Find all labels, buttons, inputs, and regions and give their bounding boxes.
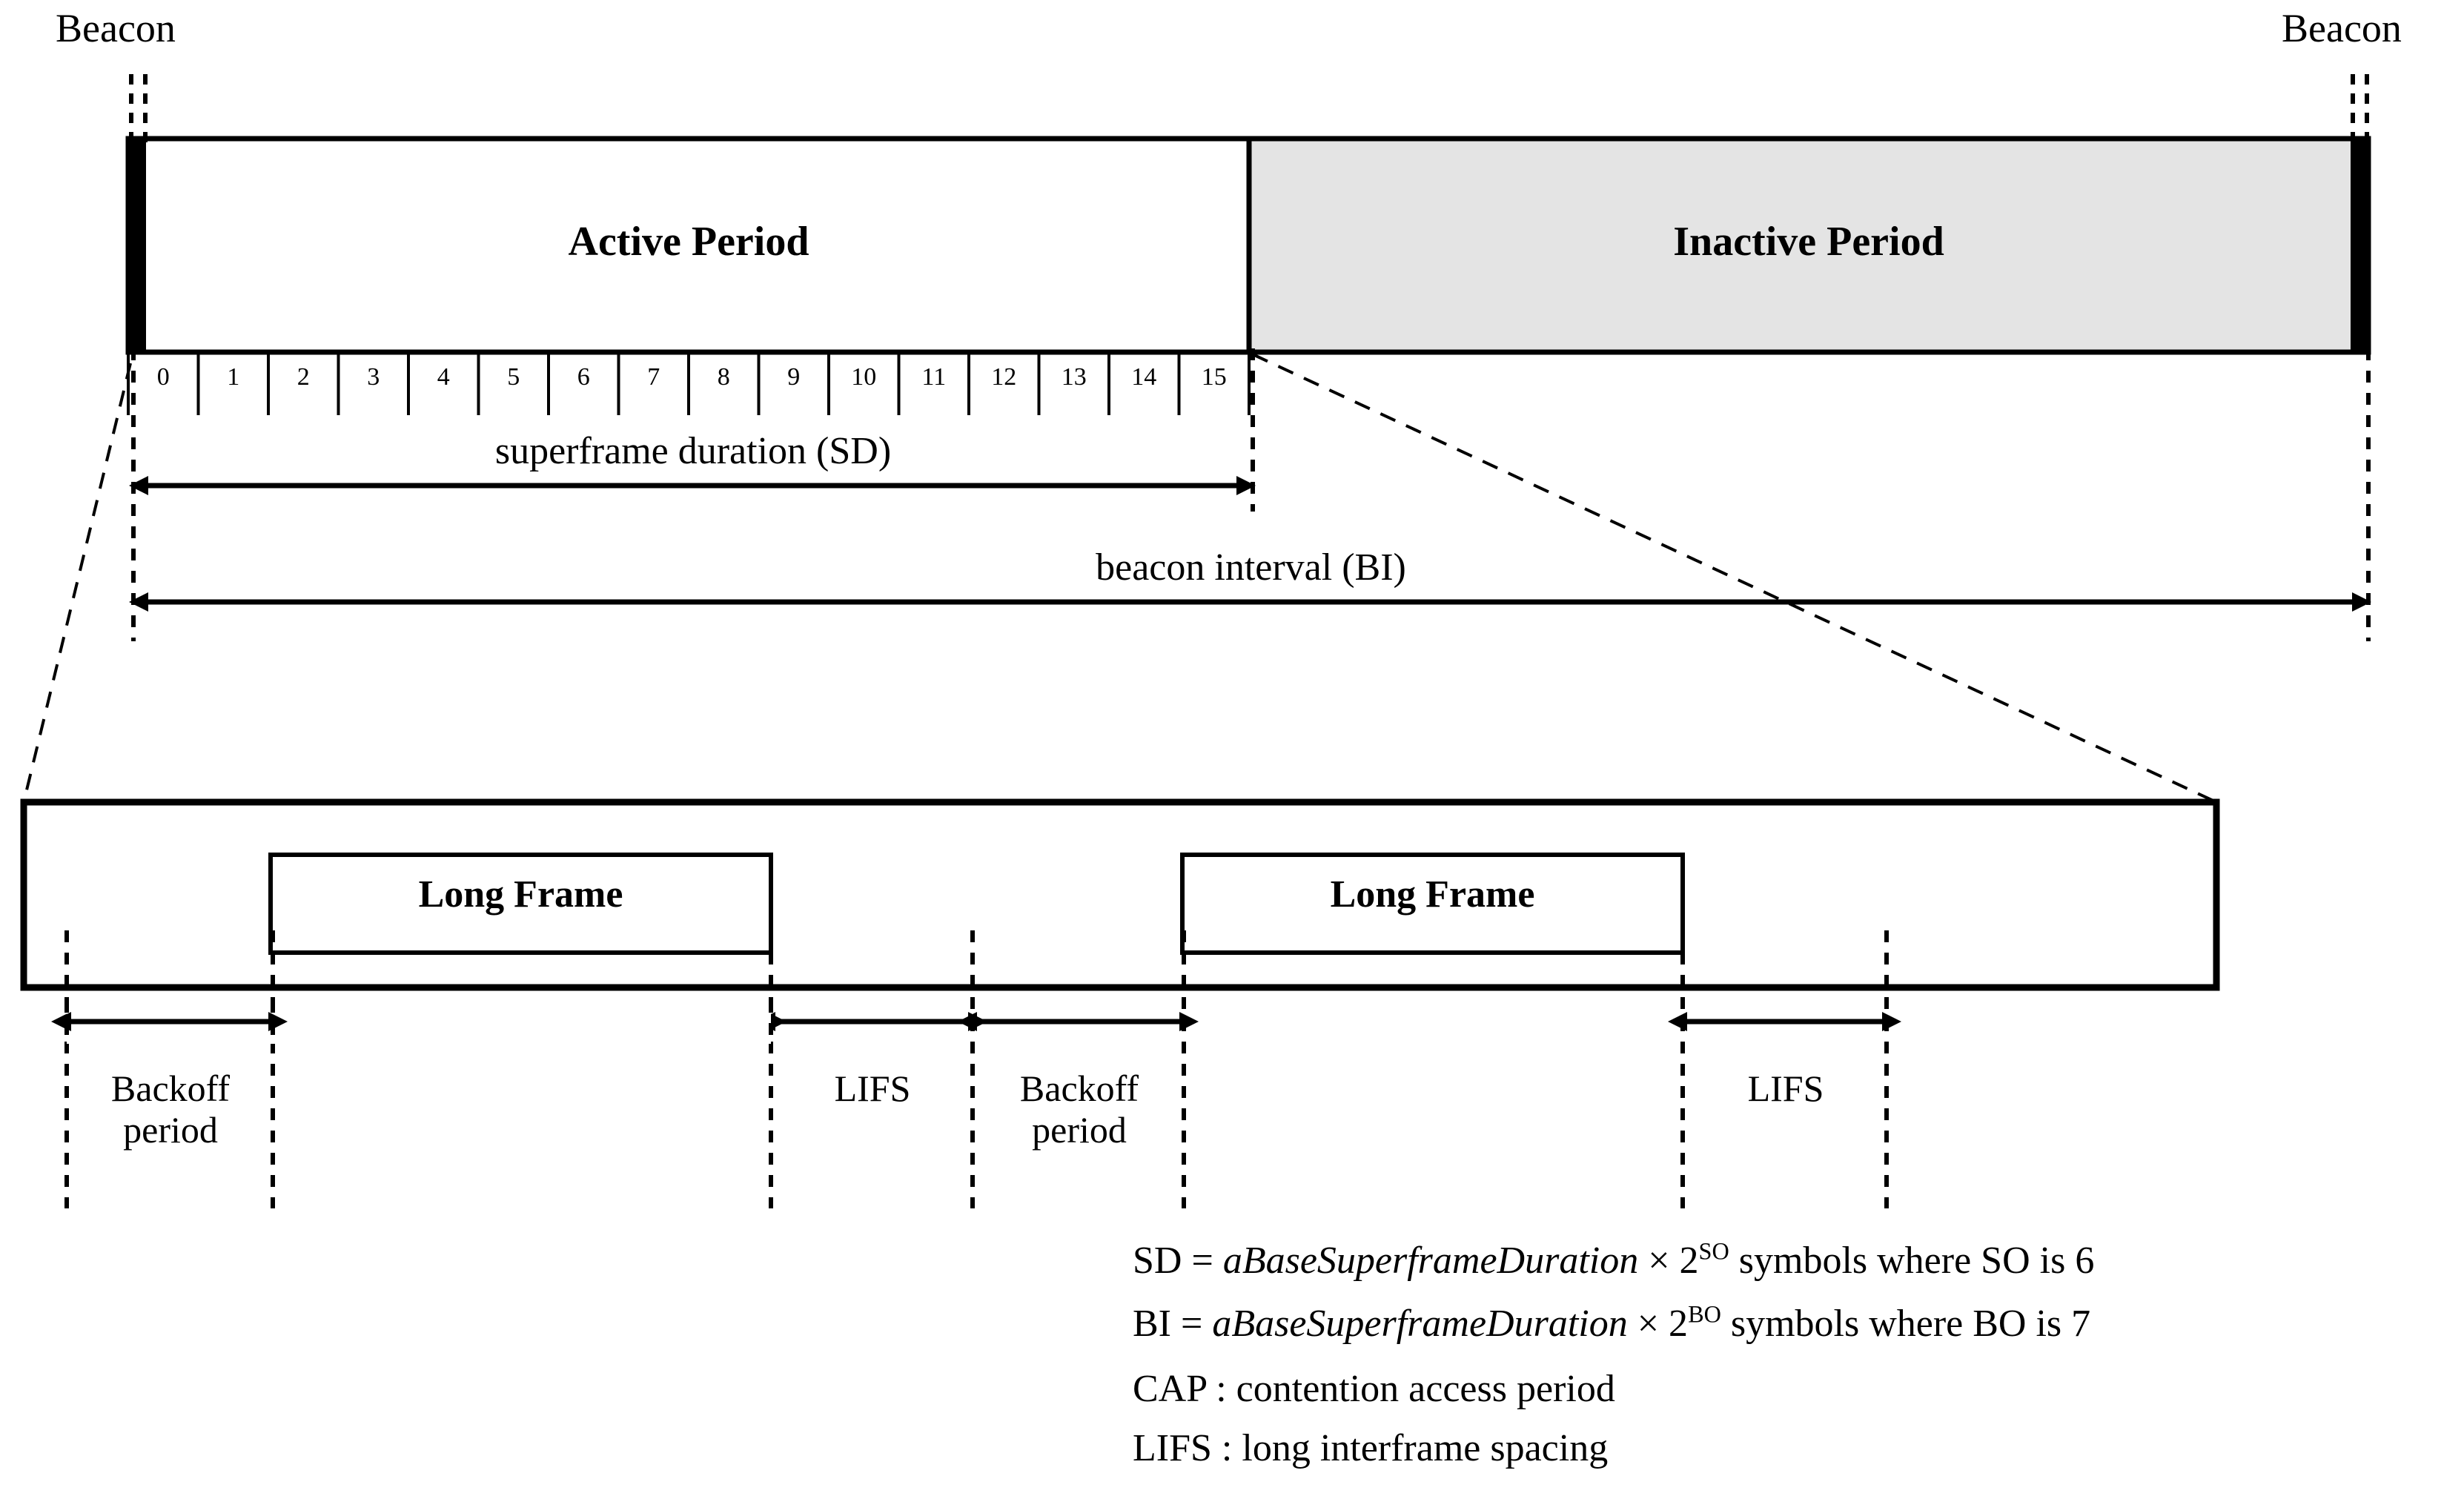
legend-sd-line: SD = aBaseSuperframeDuration × 2SO symbo… — [1133, 1240, 2094, 1283]
legend-bi-mul: × 2 — [1627, 1303, 1689, 1345]
zoom-connector-right — [1252, 353, 2217, 804]
legend-sd-term: aBaseSuperframeDuration — [1222, 1240, 1639, 1282]
long-frame-box-2 — [1180, 853, 1685, 955]
superframe-duration-label: superframe duration (SD) — [494, 430, 892, 472]
beacon-label-right: Beacon — [2282, 6, 2402, 50]
slot-label-4: 4 — [437, 363, 450, 391]
slot-label-9: 9 — [787, 363, 801, 391]
beacon-label-left: Beacon — [56, 6, 176, 50]
backoff-period-label-1-line2: period — [123, 1109, 218, 1151]
legend-bi-term: aBaseSuperframeDuration — [1212, 1303, 1628, 1345]
legend-sd-lhs: SD = — [1133, 1240, 1223, 1282]
backoff-period-label-2-line2: period — [1032, 1109, 1127, 1151]
backoff-period-label-1-line1: Backoff — [110, 1068, 231, 1109]
legend-bi-line: BI = aBaseSuperframeDuration × 2BO symbo… — [1133, 1303, 2090, 1346]
slot-label-11: 11 — [921, 363, 947, 391]
lifs-label-1: LIFS — [775, 1068, 970, 1109]
backoff-period-label-1: Backoff period — [59, 1068, 282, 1151]
legend-bi-lhs: BI = — [1133, 1303, 1213, 1345]
slot-label-14: 14 — [1131, 363, 1157, 391]
slot-label-13: 13 — [1061, 363, 1087, 391]
slot-label-15: 15 — [1201, 363, 1227, 391]
slot-label-10: 10 — [851, 363, 877, 391]
legend-cap-line: CAP : contention access period — [1133, 1368, 1615, 1410]
backoff-period-label-2-line1: Backoff — [1019, 1068, 1139, 1109]
active-period-box — [125, 136, 1252, 355]
legend-sd-exponent: SO — [1698, 1237, 1729, 1265]
long-frame-label-2: Long Frame — [1330, 873, 1535, 916]
legend-bi-exponent: BO — [1688, 1300, 1721, 1328]
legend-lifs-line: LIFS : long interframe spacing — [1133, 1427, 1609, 1469]
legend-bi-tail: symbols where BO is 7 — [1721, 1303, 2091, 1345]
slot-label-1: 1 — [227, 363, 240, 391]
legend-sd-mul: × 2 — [1638, 1240, 1699, 1282]
long-frame-label-1: Long Frame — [418, 873, 623, 916]
active-period-label: Active Period — [568, 219, 809, 265]
backoff-period-label-2: Backoff period — [977, 1068, 1182, 1151]
inactive-period-box — [1246, 136, 2371, 355]
beacon-interval-label: beacon interval (BI) — [1096, 546, 1406, 589]
slot-label-3: 3 — [367, 363, 380, 391]
slot-label-5: 5 — [507, 363, 520, 391]
slot-label-0: 0 — [156, 363, 170, 391]
legend-sd-tail: symbols where SO is 6 — [1729, 1240, 2095, 1282]
beacon-bar-left — [128, 139, 146, 352]
slot-label-2: 2 — [297, 363, 310, 391]
slot-label-8: 8 — [717, 363, 730, 391]
slot-label-6: 6 — [577, 363, 590, 391]
slot-label-12: 12 — [991, 363, 1017, 391]
lifs-label-2: LIFS — [1689, 1068, 1883, 1109]
inactive-period-label: Inactive Period — [1673, 219, 1944, 265]
slot-ruler — [127, 351, 1251, 415]
beacon-bar-right — [2351, 139, 2368, 352]
lifs-label-1-line1: LIFS — [834, 1068, 911, 1109]
slot-label-7: 7 — [647, 363, 660, 391]
lifs-label-2-line1: LIFS — [1747, 1068, 1824, 1109]
zoom-connector-left — [22, 363, 132, 803]
